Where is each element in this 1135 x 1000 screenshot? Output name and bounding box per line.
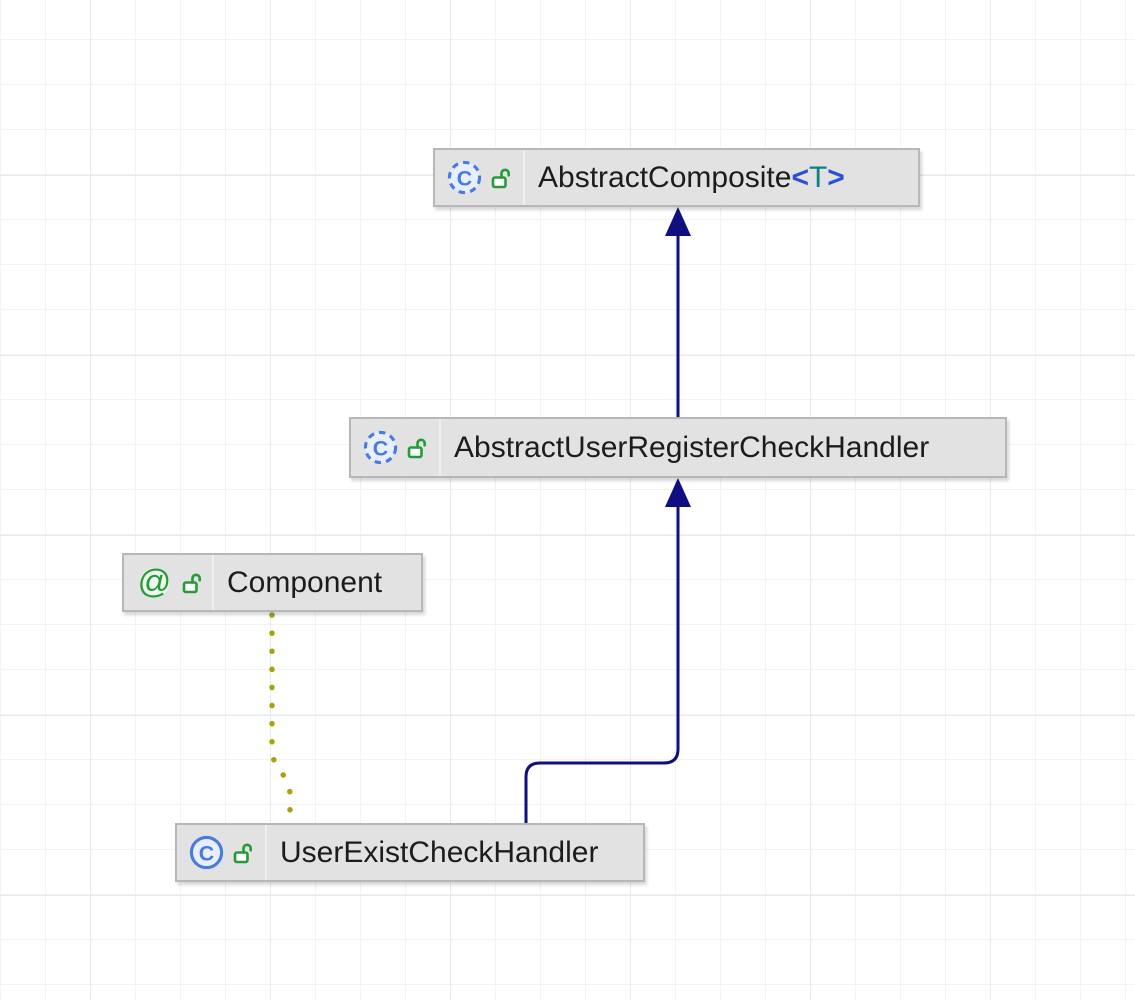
- inheritance-arrowhead: [665, 478, 691, 507]
- node-icon-section: C: [351, 419, 441, 476]
- annotation-node-component[interactable]: @ Component: [122, 553, 423, 612]
- unlocked-icon: [182, 573, 201, 594]
- unlocked-icon: [491, 168, 510, 189]
- abstract-class-icon: C: [363, 430, 398, 465]
- class-icon: C: [189, 835, 224, 870]
- inheritance-edge-userexist-to-handler[interactable]: [524, 505, 680, 823]
- node-icon-section: C: [177, 825, 267, 880]
- class-node-abstract-composite[interactable]: C AbstractComposite<T>: [433, 148, 920, 207]
- unlocked-icon: [407, 438, 426, 459]
- class-node-user-exist-check-handler[interactable]: C UserExistCheckHandler: [175, 823, 645, 882]
- annotation-edge-component-to-userexist[interactable]: [269, 612, 293, 823]
- annotation-name-label: Component: [227, 565, 383, 599]
- svg-text:C: C: [199, 841, 214, 865]
- abstract-class-icon: C: [447, 160, 482, 195]
- svg-text:C: C: [457, 166, 472, 190]
- annotation-icon: @: [138, 564, 172, 601]
- class-node-abstract-user-register-check-handler[interactable]: C AbstractUserRegisterCheckHandler: [349, 417, 1007, 478]
- class-name-label: UserExistCheckHandler: [280, 835, 599, 869]
- node-icon-section: @: [124, 555, 214, 610]
- class-name-label: AbstractComposite<T>: [538, 160, 845, 194]
- class-name-label: AbstractUserRegisterCheckHandler: [454, 430, 930, 464]
- unlocked-icon: [233, 843, 252, 864]
- node-icon-section: C: [435, 150, 525, 205]
- svg-text:C: C: [373, 436, 388, 460]
- inheritance-arrowhead: [665, 207, 691, 236]
- svg-text:@: @: [138, 564, 172, 601]
